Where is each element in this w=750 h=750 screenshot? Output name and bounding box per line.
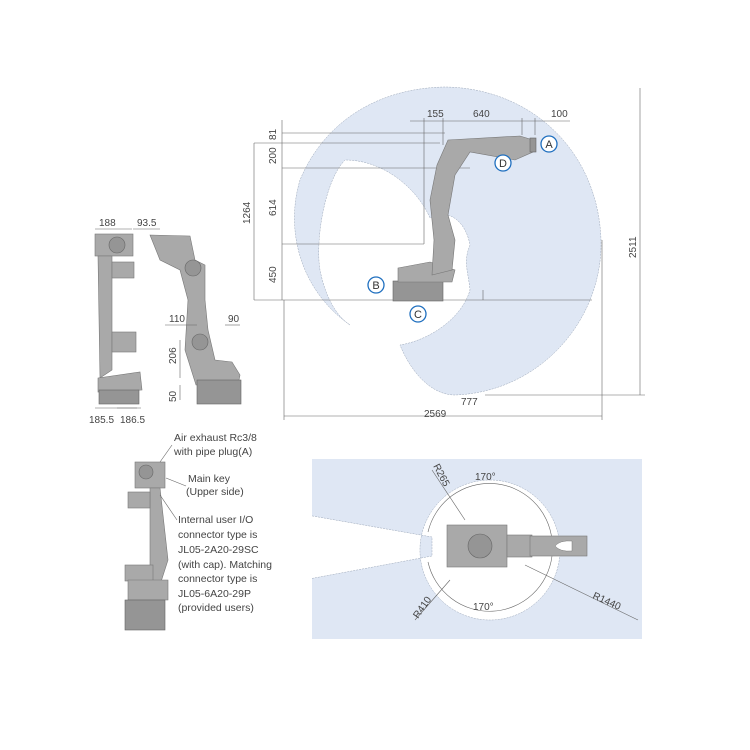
note-main-key: Main key (Upper side) (186, 473, 244, 498)
dim-50: 50 (168, 390, 179, 402)
dim-100: 100 (551, 109, 568, 120)
robot-front-view (94, 233, 143, 405)
dim-155: 155 (427, 109, 444, 120)
dim-777: 777 (461, 397, 478, 408)
dim-90: 90 (228, 314, 240, 325)
robot-back-view (124, 461, 169, 631)
side-dimension-lines (253, 88, 645, 420)
side-view: 155 640 100 81 200 1264 614 450 2511 256… (242, 86, 645, 420)
dim-2569: 2569 (424, 409, 447, 420)
small-dimension-lines (95, 228, 240, 409)
robot-right-view (149, 234, 242, 405)
dim-81: 81 (268, 128, 279, 140)
dim-614: 614 (268, 199, 279, 216)
top-motion-envelope (312, 459, 642, 639)
robot-side-view (392, 135, 537, 302)
dim-450: 450 (268, 266, 279, 283)
dim-185-5: 185.5 (89, 415, 114, 426)
point-B-marker: B (367, 276, 385, 294)
dim-1264: 1264 (242, 201, 253, 224)
top-dimension-arcs (414, 469, 639, 621)
dim-640: 640 (473, 109, 490, 120)
svg-text:D: D (499, 158, 507, 170)
dim-188: 188 (99, 218, 116, 229)
dim-angle-top: 170° (475, 472, 496, 483)
dim-angle-bottom: 170° (473, 602, 494, 613)
svg-text:C: C (414, 309, 422, 321)
note-internal-io: Internal user I/O connector type is JL05… (178, 514, 275, 614)
note-leader-lines (159, 444, 187, 521)
top-view: R265 R410 R1440 170° 170° (312, 459, 642, 639)
dim-110: 110 (169, 314, 185, 325)
robot-top-view (446, 524, 588, 568)
svg-text:A: A (545, 139, 553, 151)
dim-186-5: 186.5 (120, 415, 145, 426)
dim-200: 200 (268, 147, 279, 164)
point-C-marker: C (409, 305, 427, 323)
dim-206: 206 (168, 347, 179, 364)
point-D-marker: D (494, 154, 512, 172)
small-views: 188 93.5 110 90 206 50 185.5 186.5 (89, 218, 242, 426)
back-view: Air exhaust Rc3/8 with pipe plug(A) Main… (124, 432, 275, 631)
note-air-exhaust: Air exhaust Rc3/8 with pipe plug(A) (173, 432, 260, 458)
side-motion-envelope (294, 86, 602, 396)
dim-2511: 2511 (628, 236, 639, 258)
svg-text:B: B (372, 280, 379, 292)
point-A-marker: A (540, 135, 558, 153)
dim-93-5: 93.5 (137, 218, 157, 229)
